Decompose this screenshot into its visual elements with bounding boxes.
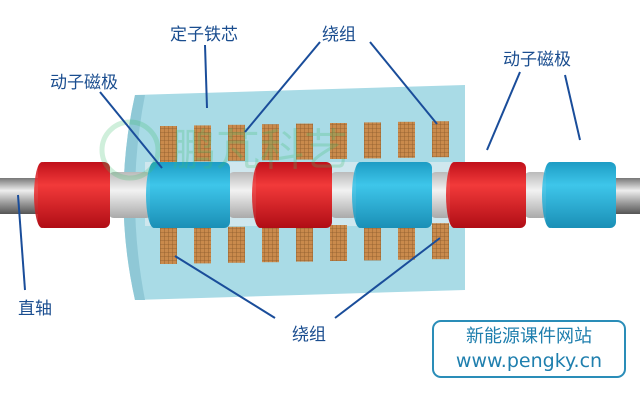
winding-slot-top [296,123,313,160]
site-url: www.pengky.cn [455,350,603,372]
winding-slot-bottom [364,224,381,261]
cyan-magnet-face [542,162,558,228]
red-magnet-face [34,162,50,228]
winding-slot-bottom [330,225,347,261]
spacer [430,172,452,218]
svg-text:鹏芃科艺: 鹏芃科艺 [172,125,348,176]
cyan-magnet-face [352,162,368,228]
red-magnet-face [446,162,462,228]
site-name: 新能源课件网站 [466,326,592,347]
cyan-magnet [356,162,432,228]
winding-slot-top [194,125,211,162]
label-winding-top: 绕组 [322,25,356,45]
cyan-magnet-face [146,162,162,228]
label-shaft: 直轴 [18,299,52,319]
winding-slot-bottom [228,226,245,263]
winding-slot-bottom [262,226,279,263]
winding-slot-top [160,126,177,162]
site-box: 新能源课件网站 www.pengky.cn [432,320,626,378]
cyan-magnet [150,162,230,228]
mover-magnets [34,162,616,228]
winding-slot-top [228,124,245,161]
red-magnet-face [252,162,268,228]
label-winding-bottom: 绕组 [292,325,326,345]
leader-lines [17,41,581,319]
winding-slot-top [330,123,347,159]
windings [160,121,449,264]
red-magnet [38,162,110,228]
winding-slot-bottom [398,223,415,260]
spacer [524,172,548,218]
winding-slot-top [432,121,449,158]
winding-slot-bottom [432,223,449,260]
winding-slot-top [262,124,279,161]
spacer [108,172,152,218]
label-stator-core: 定子铁芯 [170,25,238,45]
red-magnet [450,162,526,228]
winding-slot-top [364,122,381,159]
label-mover-pole-right: 动子磁极 [503,50,571,70]
cyan-magnet [546,162,616,228]
label-mover-pole-left: 动子磁极 [50,73,118,93]
winding-slot-bottom [194,227,211,264]
winding-slot-bottom [296,225,313,262]
spacer [228,172,258,218]
watermark-logo: 鹏芃科艺 [99,119,348,181]
winding-slot-top [398,121,415,158]
red-magnet [256,162,332,228]
winding-slot-bottom [160,228,177,264]
spacer [330,172,358,218]
